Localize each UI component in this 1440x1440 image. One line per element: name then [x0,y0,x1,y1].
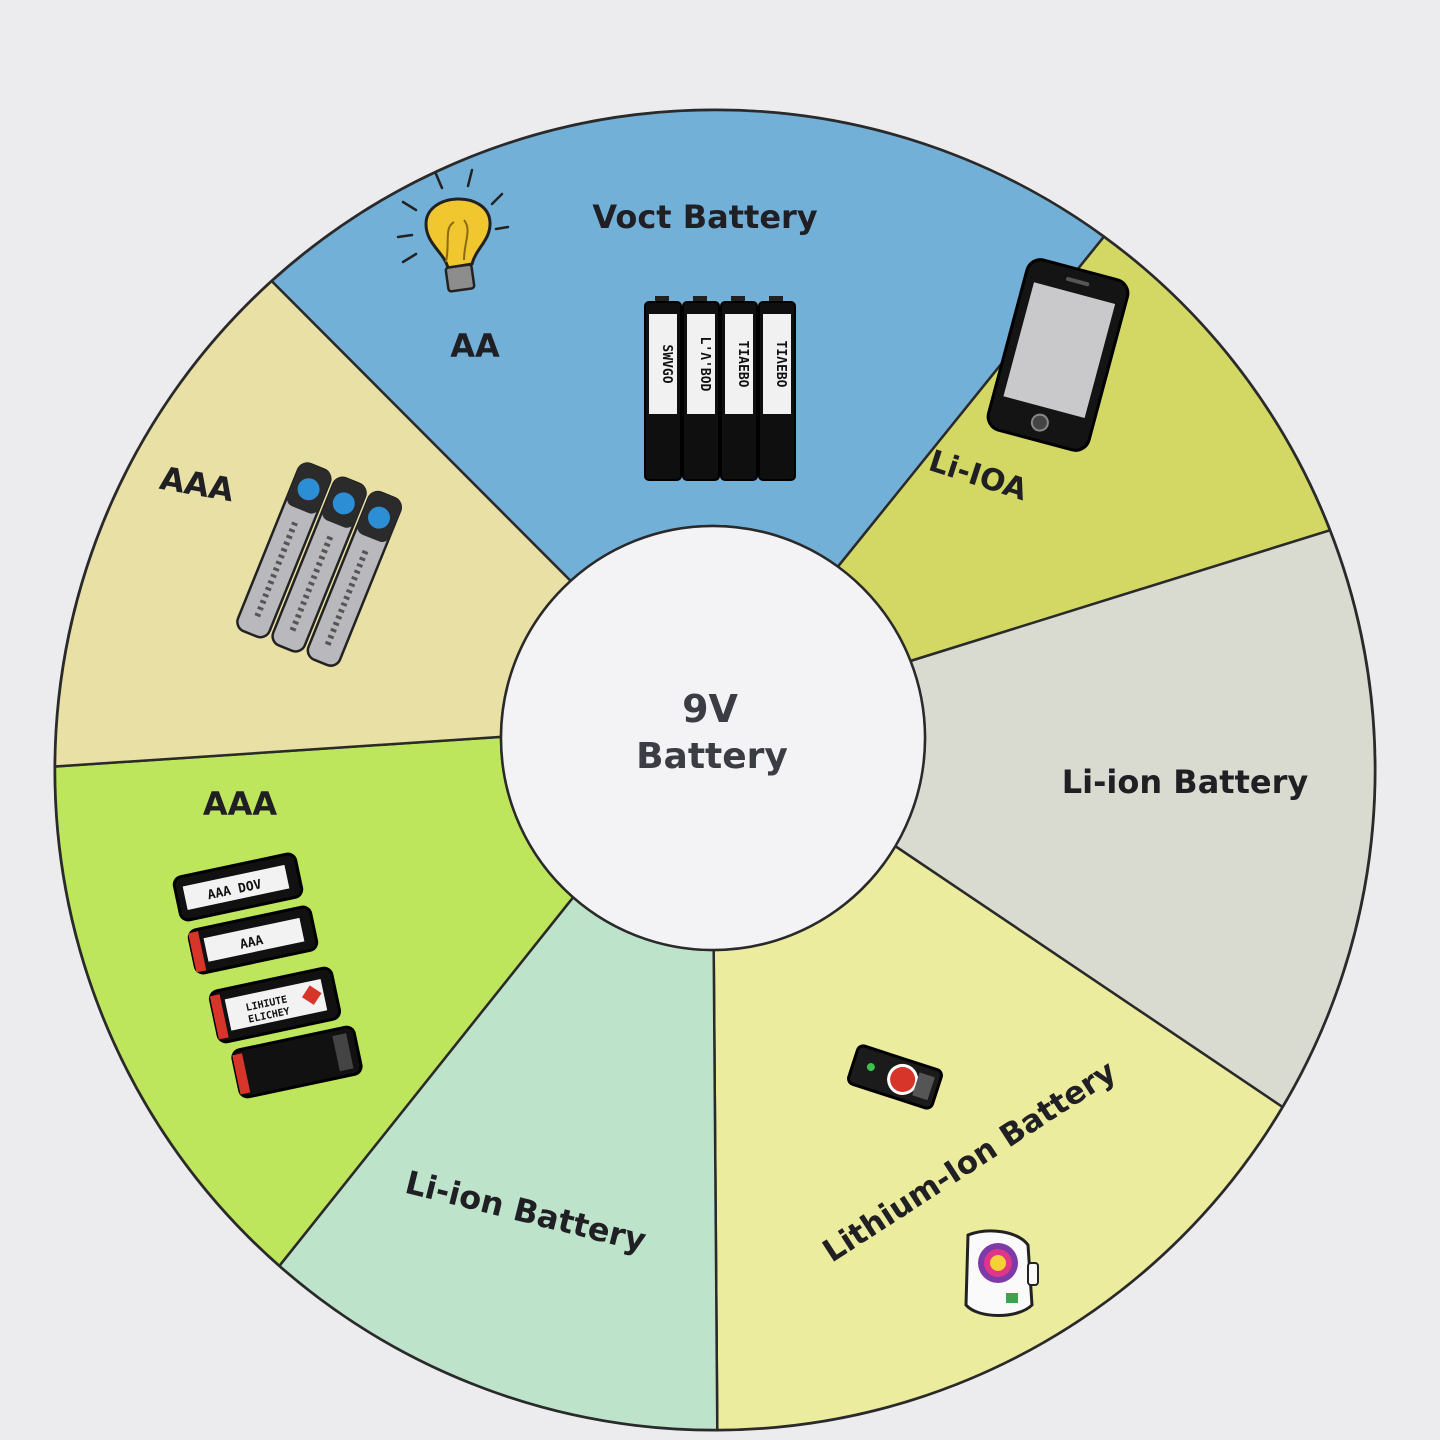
aa-battery-cell: SWVGO [644,296,682,481]
aa-battery-label: TIΛEBO [773,341,788,388]
aa-battery-label: TIAEBO [735,341,750,388]
battery-label-2: AAA [239,933,265,953]
segment-label-li-ion-battery-right: Li-ion Battery [1062,763,1309,801]
aaa-battery-trio-icon [236,462,403,667]
small-battery-icon [847,1044,943,1110]
lightbulb-icon [396,168,510,293]
aa-battery-label: SWVGO [659,344,674,383]
aaa-battery-cell [306,490,403,667]
badge-icon [964,1229,1039,1317]
segment-label-voct-battery: Voct Battery [592,198,817,236]
center-title-line1: 9V [682,687,738,731]
aa-battery-cell: TIAEBO [720,296,758,481]
aaa-battery-cell [271,476,367,653]
aa-battery-cell: TIΛEBO [758,296,796,481]
aaa-battery-cell [236,462,332,639]
center-hub [499,524,927,952]
smartphone-icon [986,258,1130,452]
aa-battery-cell: L'Λ'BOD [682,296,720,481]
center-title-line2: Battery [636,736,788,777]
aa-battery-label: L'Λ'BOD [697,337,712,392]
segment-sublabel-aa: AA [450,327,500,365]
segment-label-aaa-green: AAA [203,785,278,823]
battery-pack-icon: SWVGO L'Λ'BOD TIAEBO TIΛEBO [644,296,796,481]
battery-stack-icon: AAA DOV AAA LIHIUTE ELICHEY [172,852,363,1099]
